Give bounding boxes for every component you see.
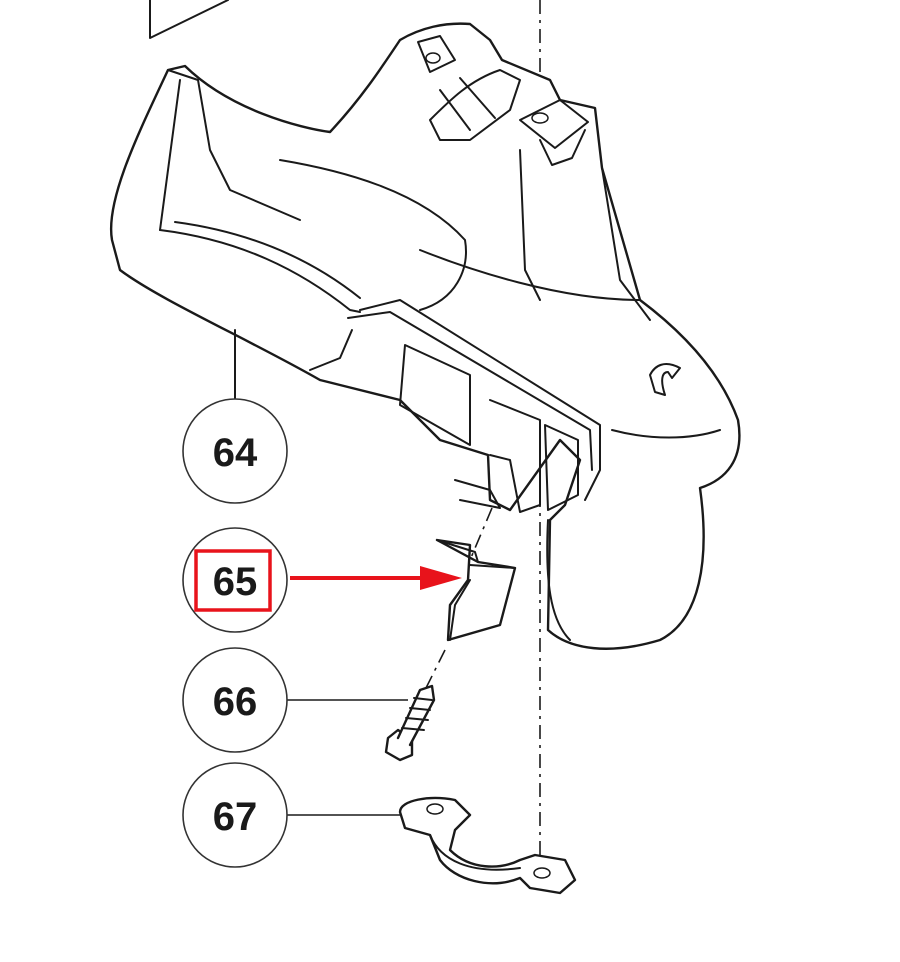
cover-part-64	[109, 22, 741, 650]
callout-number: 65	[213, 560, 258, 604]
highlight-box	[194, 549, 272, 612]
callout-64: 64	[182, 398, 288, 504]
callout-number: 64	[213, 431, 258, 475]
callout-67: 67	[182, 762, 288, 868]
highlight-arrow	[290, 566, 462, 590]
clip-axis-line	[425, 507, 493, 689]
partial-part-outline	[149, 0, 229, 39]
clip-part-65	[435, 538, 517, 642]
screw-part-66	[384, 684, 436, 762]
callout-65: 65	[182, 527, 288, 633]
callout-number: 67	[213, 795, 258, 839]
pipe-clamp-part-67	[398, 796, 577, 895]
callout-66: 66	[182, 647, 288, 753]
callout-number: 66	[213, 680, 258, 724]
